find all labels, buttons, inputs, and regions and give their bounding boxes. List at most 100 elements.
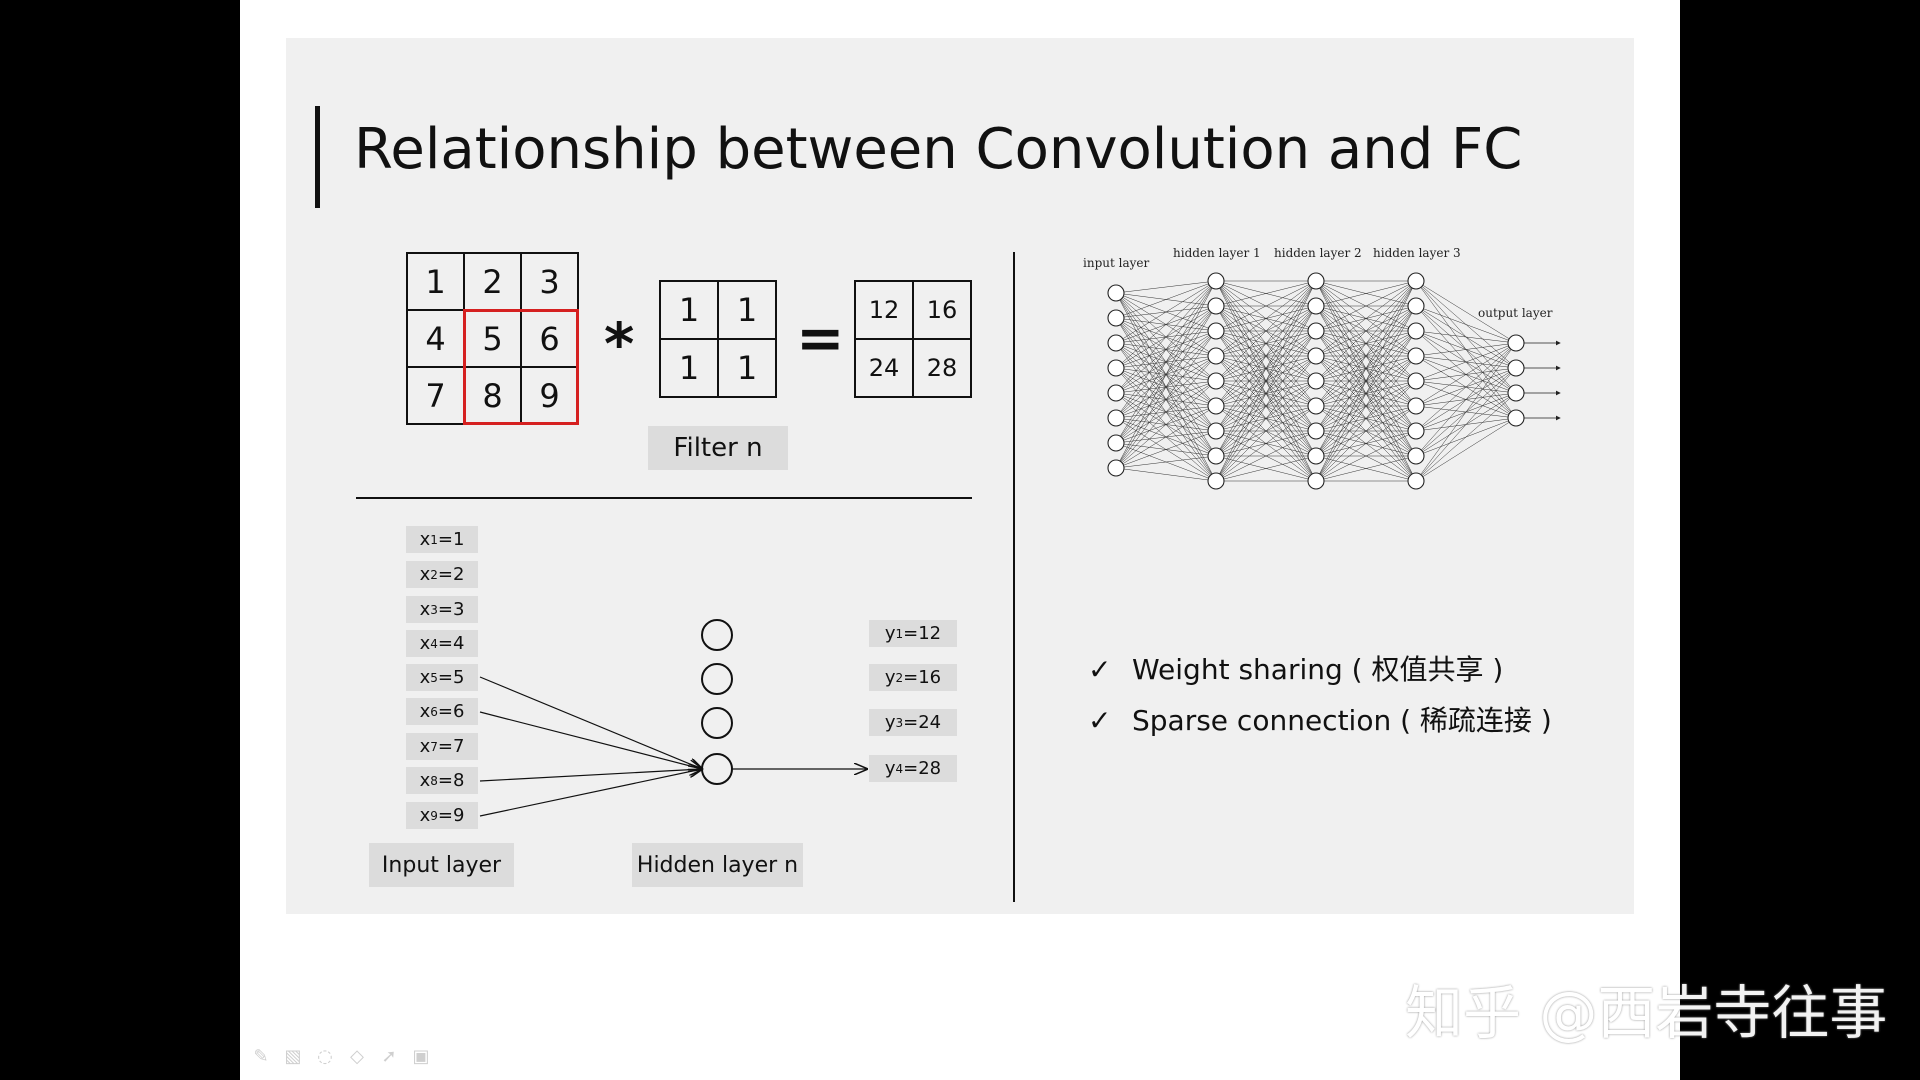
nn-edge [1115,280,1217,369]
nn-node [1307,422,1325,440]
output-cell: 24 [854,338,914,398]
nn-node [1107,459,1125,477]
nn-edge [1215,280,1317,382]
nn-node [1407,472,1425,490]
input-cell: 4 [406,309,465,368]
nn-edge [1215,280,1317,332]
pointer-icon[interactable]: ➚ [381,1046,397,1067]
bullet-text: Sparse connection ( 稀疏连接 ) [1132,704,1552,737]
nn-edge [1215,405,1317,482]
nn-node [1307,472,1325,490]
ink-icon[interactable]: ◌ [317,1046,333,1067]
nn-node [1207,422,1225,440]
nn-edge [1315,280,1417,432]
convolution-operator: * [604,310,635,378]
input-cell: 7 [406,366,465,425]
nn-node [1207,472,1225,490]
nn-node [1307,297,1325,315]
nn-edge [1215,305,1317,482]
nn-node [1207,372,1225,390]
filter-cell: 1 [717,280,777,340]
nn-node [1307,272,1325,290]
eraser-icon[interactable]: ◇ [350,1046,364,1067]
output-cell: 28 [912,338,972,398]
nn-node [1107,359,1125,377]
nn-edge [1115,280,1217,294]
nn-edge [1215,380,1317,482]
nn-edge [1415,342,1517,457]
nn-node [1407,422,1425,440]
nn-node [1107,384,1125,402]
nn-node [1107,409,1125,427]
nn-node [1407,322,1425,340]
nn-edge [1115,405,1217,469]
filter-cell: 1 [659,338,719,398]
nn-edge [1115,280,1217,319]
camera-icon[interactable]: ▣ [412,1046,430,1067]
nn-node [1407,297,1425,315]
zhihu-watermark: 知乎 @西岩寺往事 [1405,979,1888,1047]
nn-node [1507,334,1525,352]
presentation-toolbar: ✎ ▧ ◌ ◇ ➚ ▣ [250,1046,432,1067]
pen-icon[interactable]: ✎ [253,1046,269,1067]
nn-edge [1315,355,1417,482]
nn-node [1207,347,1225,365]
nn-hidden-layer-3-label: hidden layer 3 [1373,246,1461,260]
hidden-neuron [701,707,733,739]
nn-edge [1215,355,1317,482]
nn-input-layer-label: input layer [1083,256,1149,270]
nn-edge [1315,430,1417,482]
nn-edge [1215,330,1317,482]
check-icon: ✓ [1088,704,1112,737]
input-cell: 3 [520,252,579,311]
vertical-divider [1013,252,1015,902]
bullet-sparse-connection: ✓ Sparse connection ( 稀疏连接 ) [1088,699,1552,739]
nn-edge [1415,417,1517,482]
nn-node [1507,359,1525,377]
nn-edge [1315,280,1417,357]
nn-node [1307,397,1325,415]
nn-edge [1415,342,1517,407]
nn-node [1507,409,1525,427]
nn-edge [1115,280,1217,394]
nn-edge [1115,280,1217,344]
nn-node [1307,447,1325,465]
nn-node [1107,334,1125,352]
nn-edge [1315,380,1417,482]
receptive-field-highlight [463,309,579,425]
nn-edge [1215,280,1317,457]
nn-edge [1115,280,1217,469]
nn-edge [1115,430,1217,469]
nn-node [1407,447,1425,465]
nn-edge [1115,355,1217,469]
nn-node [1207,272,1225,290]
nn-edge [1215,280,1317,407]
nn-node [1207,297,1225,315]
nn-node [1407,397,1425,415]
nn-node [1507,384,1525,402]
image-icon[interactable]: ▧ [284,1046,302,1067]
nn-node [1307,347,1325,365]
nn-edge [1315,280,1417,382]
nn-edge [1115,305,1217,469]
input-cell: 6 [520,309,579,368]
nn-edge [1115,380,1217,469]
nn-edge [1115,280,1217,419]
nn-edge [1115,280,1217,444]
nn-edge [1315,305,1417,482]
nn-node [1307,322,1325,340]
nn-edge [1415,342,1517,482]
connection-line [479,676,702,769]
